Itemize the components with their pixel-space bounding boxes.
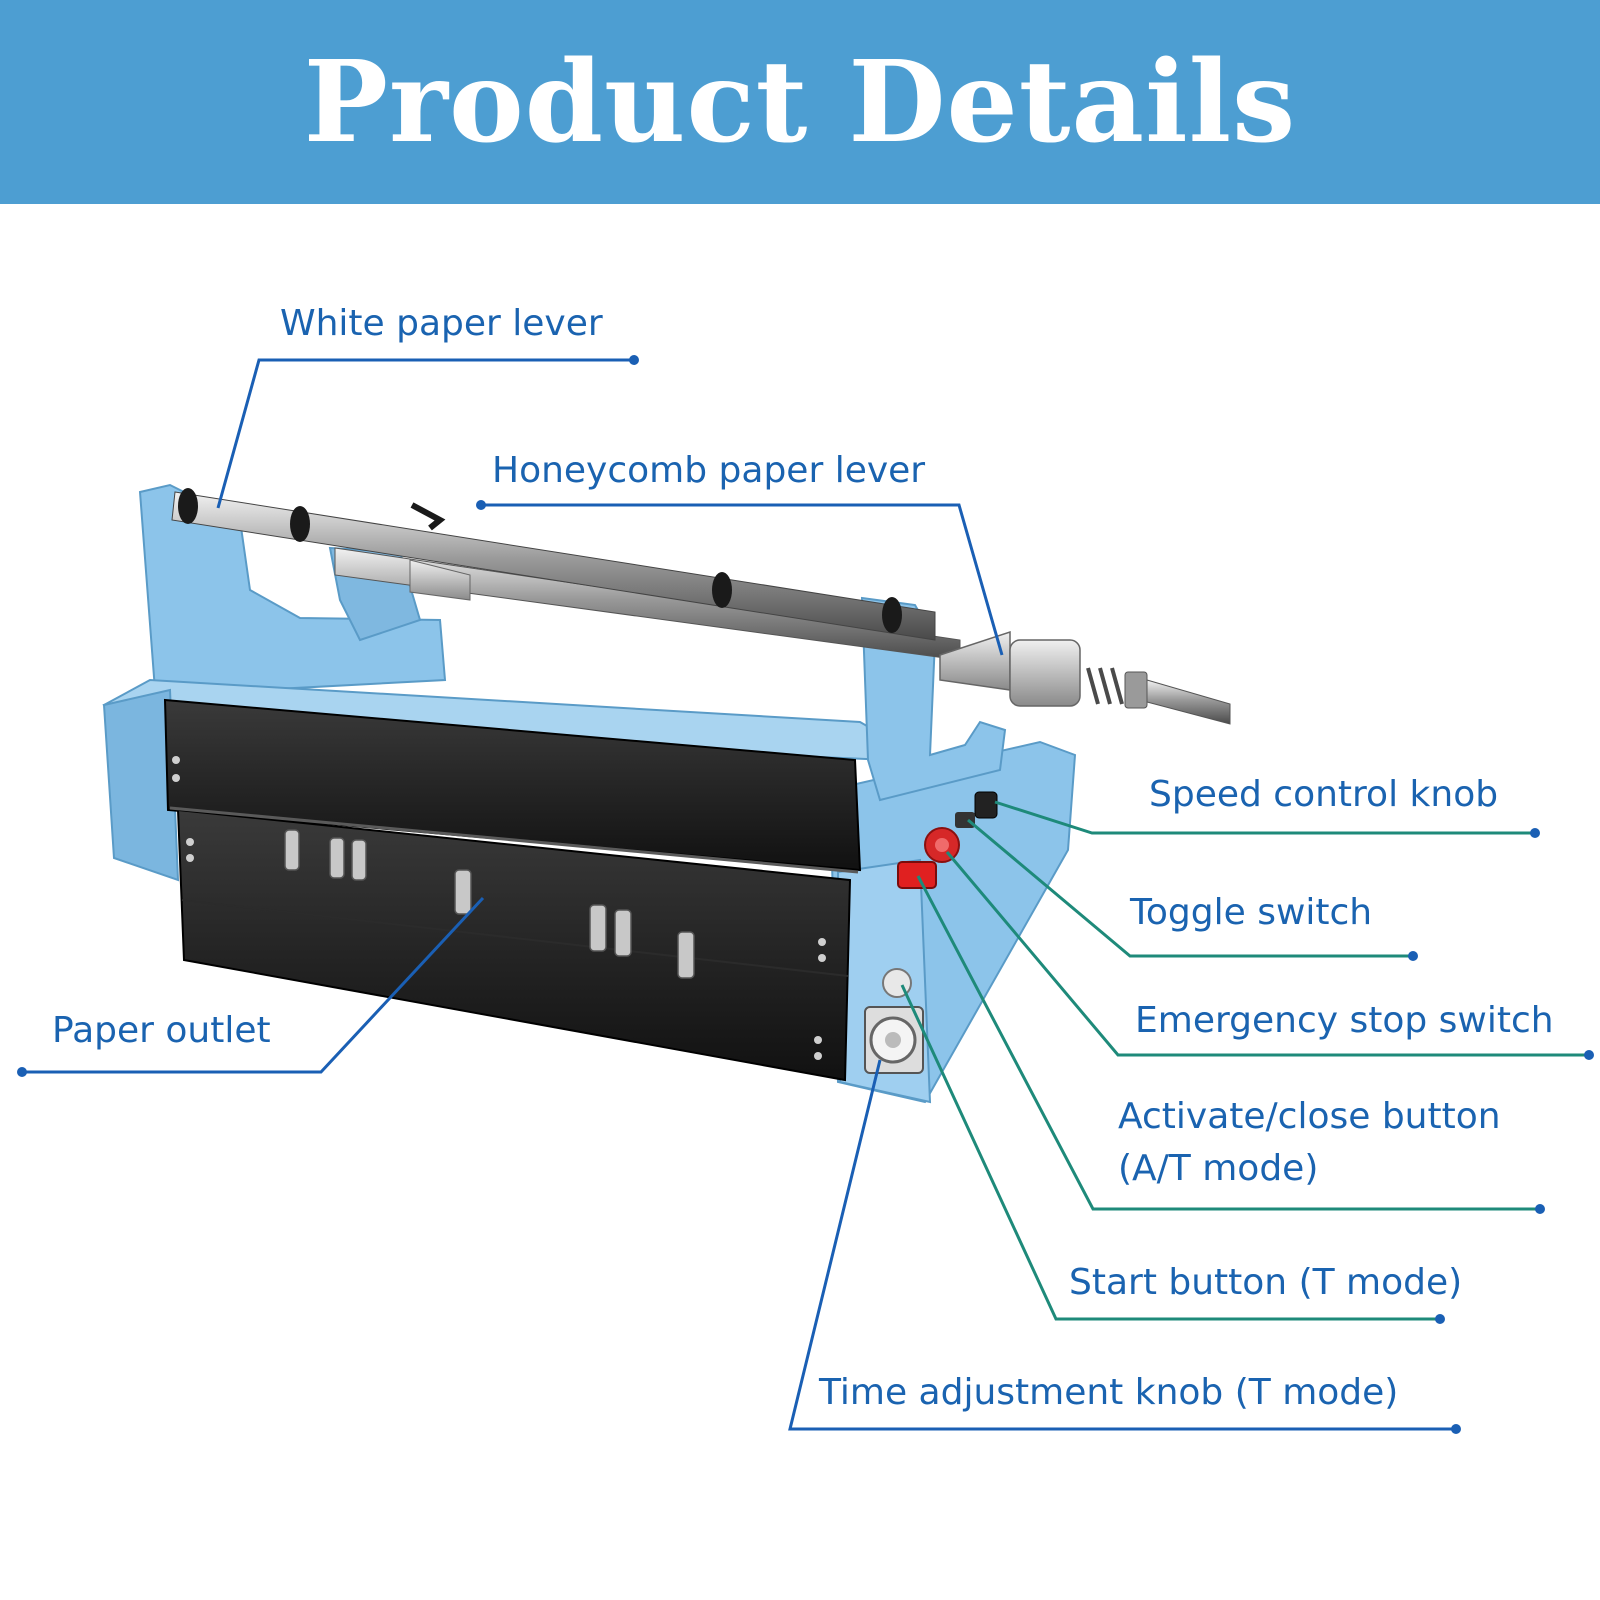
toggle-switch-part bbox=[955, 812, 975, 828]
leader-honeycomb-paper-lever bbox=[481, 503, 1004, 656]
label-activate-close-line2: (A/T mode) bbox=[1118, 1148, 1318, 1189]
paper-outlet-clips bbox=[284, 829, 695, 979]
label-honeycomb-paper-lever: Honeycomb paper lever bbox=[492, 450, 925, 491]
leader-white-paper-lever bbox=[216, 358, 634, 509]
machine-illustration bbox=[102, 483, 1231, 1104]
leader-activate-close bbox=[916, 875, 1540, 1211]
speed-control-knob-part bbox=[974, 791, 998, 819]
label-white-paper-lever: White paper lever bbox=[280, 303, 603, 344]
control-panel bbox=[864, 791, 998, 1074]
rear-cone bbox=[409, 559, 471, 601]
label-time-adjustment-knob: Time adjustment knob (T mode) bbox=[818, 1372, 1398, 1413]
leader-paper-outlet bbox=[22, 896, 485, 1074]
leader-toggle-switch bbox=[967, 818, 1413, 958]
activate-button-part bbox=[897, 861, 937, 889]
label-speed-control-knob: Speed control knob bbox=[1149, 774, 1498, 815]
page-title: Product Details bbox=[303, 36, 1297, 168]
leader-lines bbox=[22, 358, 1589, 1431]
front-panel-lower bbox=[176, 808, 852, 1082]
leader-endpoints bbox=[17, 355, 1594, 1434]
shaft-collar bbox=[1009, 639, 1081, 707]
leader-speed-control-knob bbox=[994, 800, 1535, 835]
leader-time-adjustment-knob bbox=[788, 1059, 1456, 1431]
label-paper-outlet: Paper outlet bbox=[52, 1010, 271, 1051]
label-activate-close-line1: Activate/close button bbox=[1118, 1096, 1501, 1137]
leader-emergency-stop bbox=[945, 851, 1589, 1057]
leader-start-button bbox=[900, 984, 1440, 1321]
front-rod bbox=[171, 491, 936, 641]
label-toggle-switch: Toggle switch bbox=[1129, 892, 1372, 933]
right-shaft-end bbox=[1146, 679, 1231, 725]
front-panel-upper bbox=[163, 698, 862, 872]
label-emergency-stop-switch: Emergency stop switch bbox=[1135, 1000, 1554, 1041]
base-left-side bbox=[102, 688, 180, 882]
label-start-button: Start button (T mode) bbox=[1069, 1262, 1462, 1303]
header-banner: Product Details bbox=[0, 0, 1600, 204]
